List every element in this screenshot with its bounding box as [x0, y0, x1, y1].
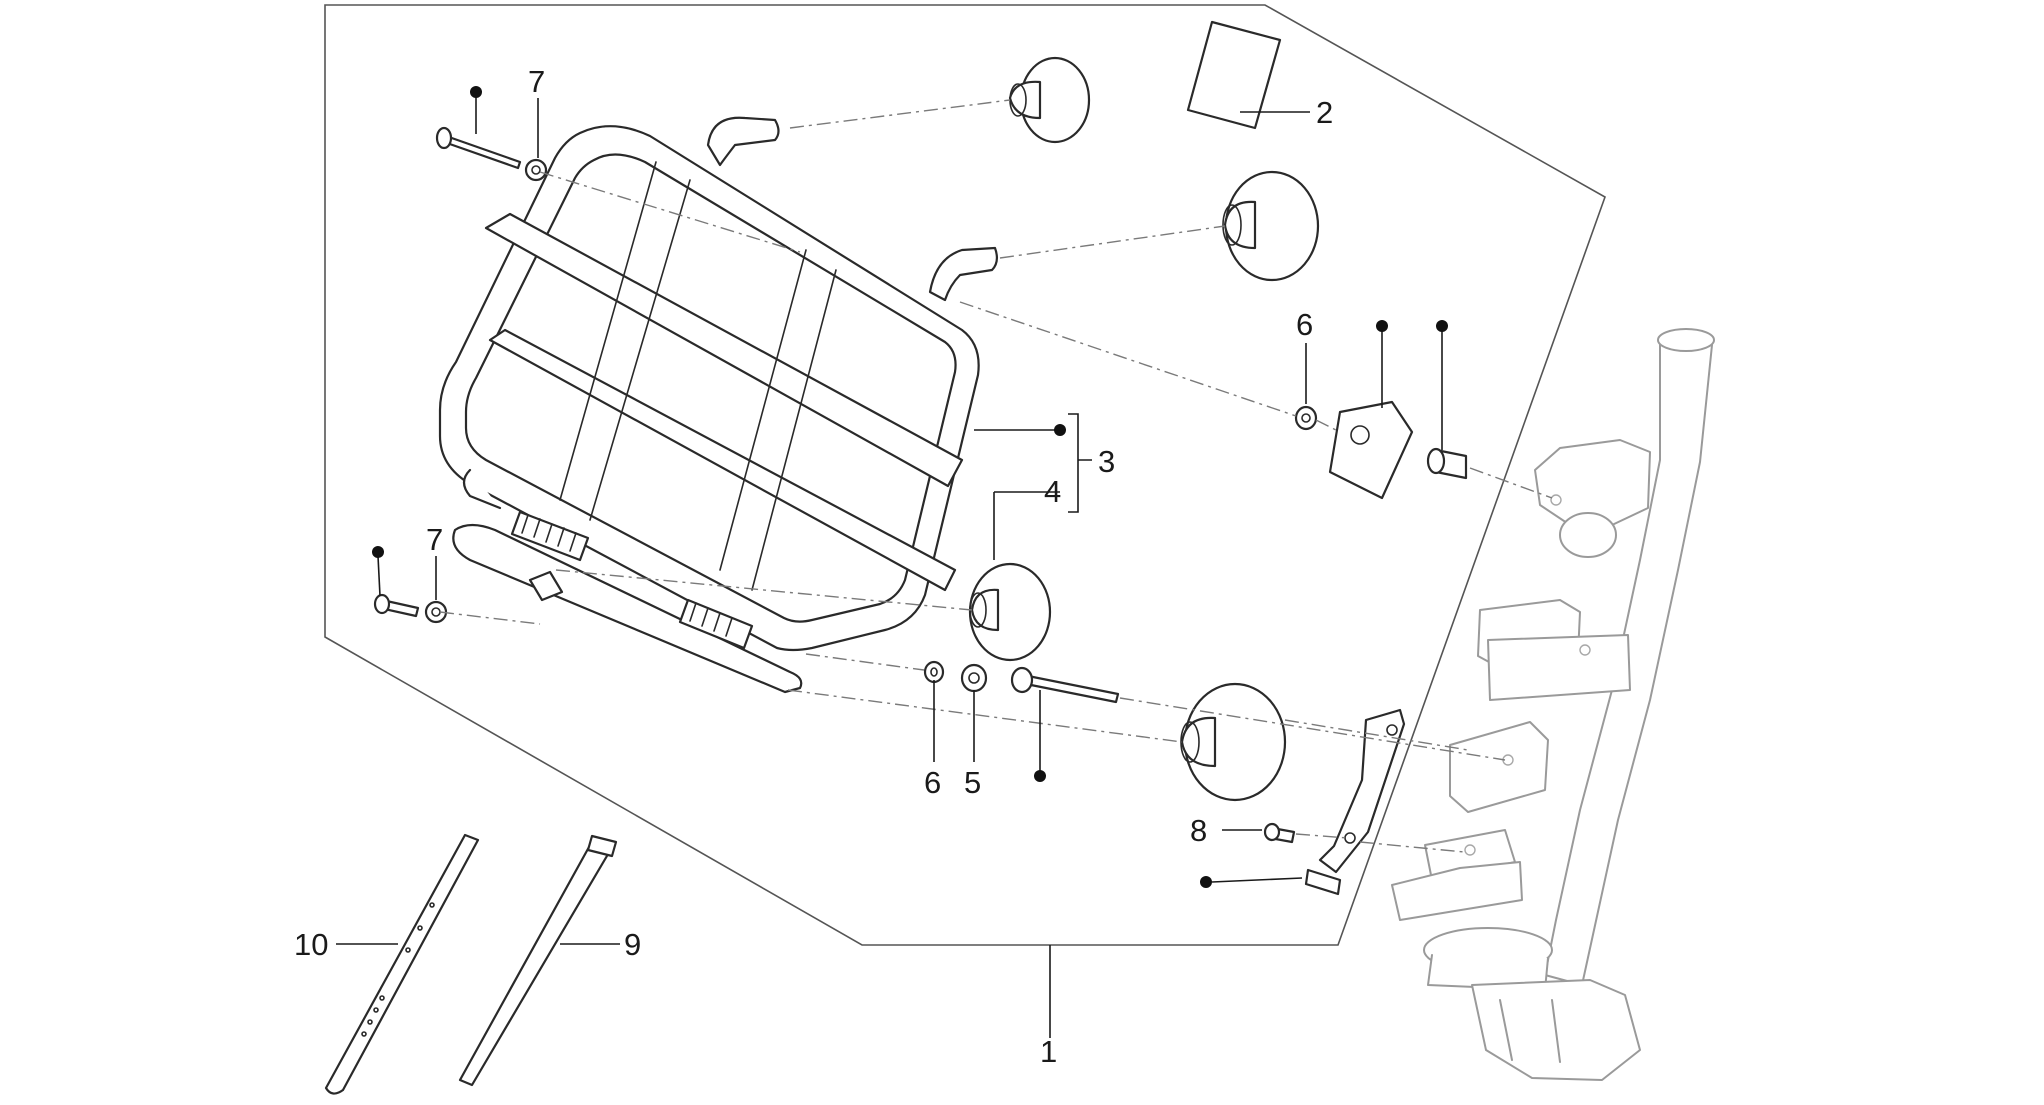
- strap-9: [458, 834, 618, 1087]
- rubber-grommet-lower: [1180, 682, 1287, 802]
- front-luggage-rack: [438, 116, 999, 694]
- spacer-washer-6-lower: [923, 660, 945, 684]
- upper-left-washer: [524, 158, 548, 182]
- clamp-plate: [1328, 400, 1414, 500]
- dot-bracket-nut: [1200, 876, 1212, 888]
- rubber-grommet-middle: [968, 562, 1052, 662]
- mounting-bracket: [1304, 708, 1406, 896]
- dot-long-bolt: [1034, 770, 1046, 782]
- instruction-sticker: [1186, 20, 1282, 130]
- reference-dots: [372, 86, 1448, 888]
- callout-7-upper: 7: [528, 64, 545, 99]
- strap-10: [324, 833, 480, 1095]
- spacer-washer-6-upper: [1294, 405, 1318, 431]
- kit-outline: [324, 4, 1606, 946]
- rubber-grommet-upper-left: [1008, 56, 1091, 144]
- callout-6-upper: 6: [1296, 307, 1313, 342]
- rubber-grommet-upper-right: [1222, 170, 1320, 282]
- callout-1: 1: [1040, 1034, 1057, 1069]
- hinge-spring-left: [510, 510, 590, 562]
- dot-lower-left-screw: [372, 546, 384, 558]
- long-bolt-lower: [1010, 666, 1120, 704]
- upper-left-screw: [435, 126, 522, 170]
- lower-left-screw: [373, 593, 420, 618]
- callout-2: 2: [1316, 95, 1333, 130]
- callout-9: 9: [624, 927, 641, 962]
- hinge-spring-right: [678, 598, 754, 650]
- threaded-insert: [1426, 447, 1468, 480]
- dot-upper-left-screw: [470, 86, 482, 98]
- steering-column-ghost: [1391, 328, 1715, 1081]
- callout-5: 5: [964, 765, 981, 800]
- dot-threaded-insert: [1436, 320, 1448, 332]
- callout-8: 8: [1190, 813, 1207, 848]
- assembly-lines: [439, 99, 1553, 853]
- leader-lines: [336, 96, 1443, 1038]
- callout-3: 3: [1098, 444, 1115, 479]
- dot-rack: [1054, 424, 1066, 436]
- callout-7-lower: 7: [426, 522, 443, 557]
- callout-10: 10: [294, 927, 328, 962]
- dot-clamp-plate: [1376, 320, 1388, 332]
- callout-4: 4: [1044, 474, 1061, 509]
- bracket-screw-8: [1263, 822, 1296, 844]
- callout-6-lower: 6: [924, 765, 941, 800]
- bushing-5: [960, 663, 988, 693]
